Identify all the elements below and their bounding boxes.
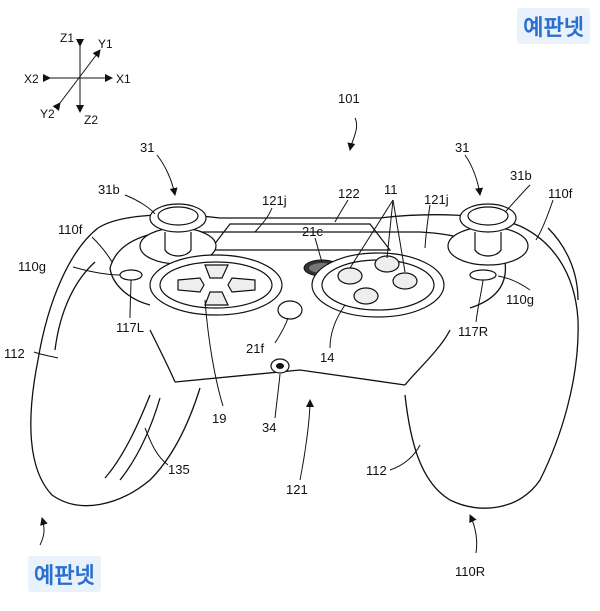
ref-110f-right: 110f bbox=[548, 186, 573, 201]
direction-key-pad bbox=[149, 254, 283, 316]
ref-110f-left: 110f bbox=[58, 222, 83, 237]
right-function-button bbox=[469, 269, 497, 281]
ref-121j-right: 121j bbox=[424, 192, 449, 207]
watermark-bottom: 예판넷 bbox=[28, 556, 101, 592]
ref-135: 135 bbox=[168, 462, 190, 477]
axis-z1-label: Z1 bbox=[60, 31, 74, 45]
axis-indicator bbox=[43, 39, 113, 113]
axis-y1-label: Y1 bbox=[98, 37, 113, 51]
ref-19: 19 bbox=[212, 411, 226, 426]
ref-31-left: 31 bbox=[140, 140, 154, 155]
ref-110g-right: 110g bbox=[506, 292, 534, 307]
axis-y2-label: Y2 bbox=[40, 107, 55, 121]
left-analog-stick bbox=[139, 203, 217, 265]
action-button-pad bbox=[311, 252, 445, 318]
headset-jack bbox=[270, 358, 290, 374]
ref-110g-left: 110g bbox=[18, 259, 46, 274]
controller-body bbox=[30, 214, 579, 509]
watermark-top: 예판넷 bbox=[517, 8, 590, 44]
axis-x2-label: X2 bbox=[24, 72, 39, 86]
ref-117L: 117L bbox=[116, 320, 144, 335]
axis-z2-label: Z2 bbox=[84, 113, 98, 127]
ref-112-left: 112 bbox=[4, 346, 25, 361]
right-analog-stick bbox=[447, 203, 529, 266]
touch-pad bbox=[208, 223, 392, 251]
ref-31-right: 31 bbox=[455, 140, 469, 155]
left-function-button bbox=[119, 269, 143, 281]
ref-117R: 117R bbox=[458, 324, 488, 339]
ref-34: 34 bbox=[262, 420, 276, 435]
ref-110R: 110R bbox=[455, 564, 485, 579]
ref-101: 101 bbox=[338, 91, 360, 106]
leader-lines bbox=[33, 117, 554, 554]
reference-numerals: 101 31 31 31b 31b 121j 121j 122 11 110f … bbox=[4, 91, 573, 579]
ref-121: 121 bbox=[286, 482, 308, 497]
ref-21f: 21f bbox=[246, 341, 264, 356]
axis-x1-label: X1 bbox=[116, 72, 131, 86]
center-button bbox=[277, 300, 303, 320]
ref-21c: 21c bbox=[302, 224, 323, 239]
ref-122: 122 bbox=[338, 186, 360, 201]
ref-31b-right: 31b bbox=[510, 168, 532, 183]
ref-112-right: 112 bbox=[366, 463, 387, 478]
ref-11: 11 bbox=[384, 182, 398, 197]
ref-31b-left: 31b bbox=[98, 182, 120, 197]
ref-121j-left: 121j bbox=[262, 193, 287, 208]
ref-14: 14 bbox=[320, 350, 334, 365]
